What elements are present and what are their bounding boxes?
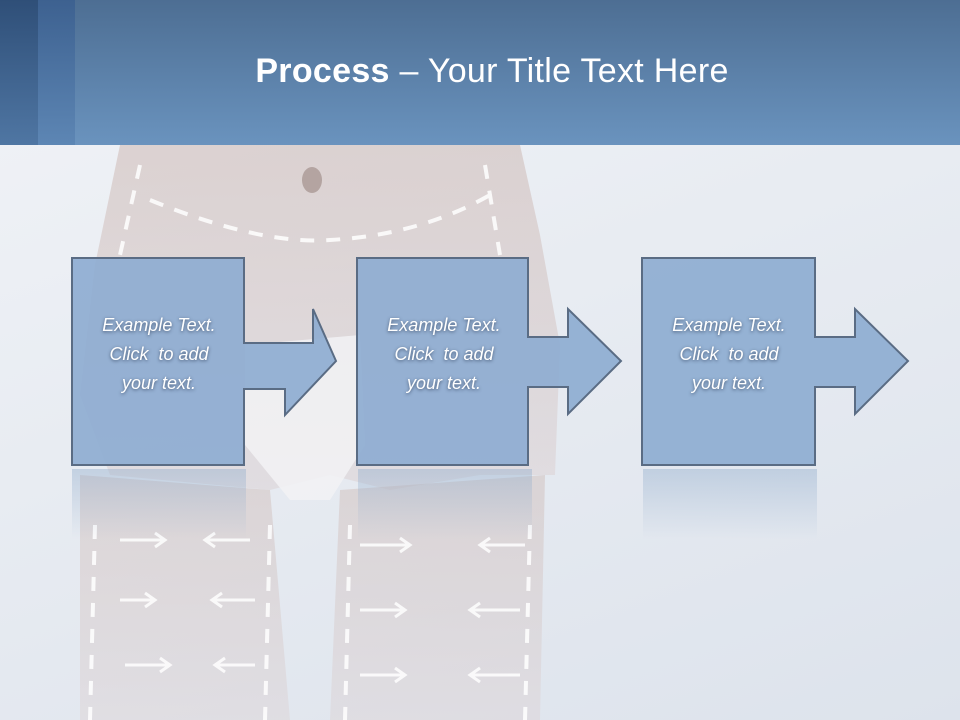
process-step-3[interactable]: Example Text. Click to add your text. xyxy=(641,257,910,467)
step-arrow-shape xyxy=(356,257,623,466)
process-step-2[interactable]: Example Text. Click to add your text. xyxy=(356,257,623,467)
step-2-reflection xyxy=(358,469,532,539)
step-text-line: Click to add xyxy=(109,344,209,364)
step-text-line: your text. xyxy=(121,373,197,393)
step-3-reflection xyxy=(643,469,817,539)
banner-accent-stripe-secondary xyxy=(38,0,75,145)
step-1-reflection xyxy=(72,469,246,539)
step-text-line: Example Text. xyxy=(387,315,501,335)
step-text-line: your text. xyxy=(406,373,482,393)
step-text-line: Click to add xyxy=(679,344,779,364)
step-text-line: Click to add xyxy=(394,344,494,364)
title-bold: Process xyxy=(255,52,390,90)
step-text-line: Example Text. xyxy=(102,315,216,335)
step-arrow-shape xyxy=(641,257,910,466)
process-step-1[interactable]: Example Text. Click to add your text. xyxy=(71,257,338,467)
step-3-text: Example Text. Click to add your text. xyxy=(641,311,817,398)
step-1-text: Example Text. Click to add your text. xyxy=(71,311,247,398)
slide-title[interactable]: Process – Your Title Text Here xyxy=(0,52,960,91)
step-2-text: Example Text. Click to add your text. xyxy=(356,311,532,398)
title-rest: – Your Title Text Here xyxy=(389,52,729,90)
step-text-line: your text. xyxy=(691,373,767,393)
title-banner: Process – Your Title Text Here xyxy=(0,0,960,145)
step-text-line: Example Text. xyxy=(672,315,786,335)
banner-accent-stripe xyxy=(0,0,38,145)
step-arrow-shape xyxy=(71,257,338,466)
